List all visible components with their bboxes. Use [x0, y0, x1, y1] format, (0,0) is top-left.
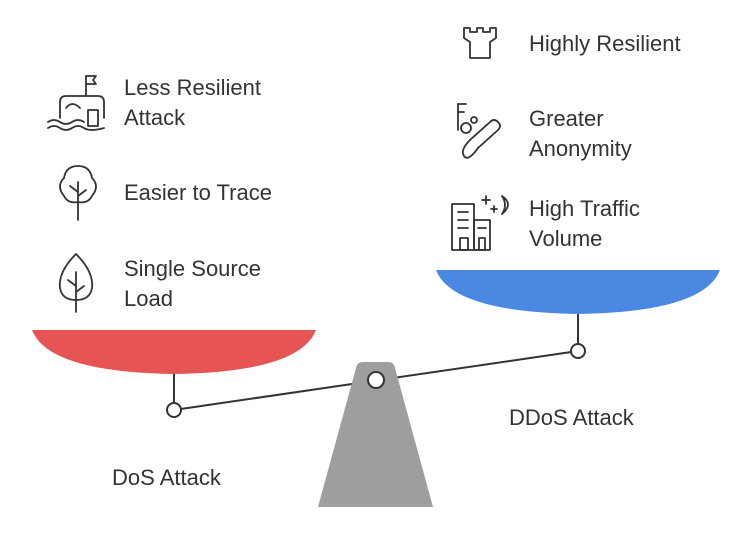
right-item-3: High Traffic Volume: [529, 196, 640, 251]
leaf-icon: [58, 253, 94, 313]
tree-icon: [59, 165, 97, 221]
pivot-joint: [367, 371, 385, 389]
right-pan: [436, 270, 720, 314]
right-joint: [570, 343, 586, 359]
left-pan: [32, 330, 316, 374]
left-item-2: Easier to Trace: [124, 180, 272, 205]
city-night-icon: [451, 195, 509, 251]
fulcrum: [318, 362, 433, 507]
right-item-1: Highly Resilient: [529, 31, 681, 56]
key-icon: [457, 103, 501, 159]
castle-tower-icon: [463, 27, 497, 59]
left-item-1: Less Resilient Attack: [124, 75, 261, 130]
right-item-2: Greater Anonymity: [529, 106, 632, 161]
dos-attack-label: DoS Attack: [112, 465, 221, 490]
ddos-attack-label: DDoS Attack: [509, 405, 634, 430]
left-item-3: Single Source Load: [124, 256, 261, 311]
left-joint: [166, 402, 182, 418]
flooded-house-icon: [47, 75, 105, 131]
